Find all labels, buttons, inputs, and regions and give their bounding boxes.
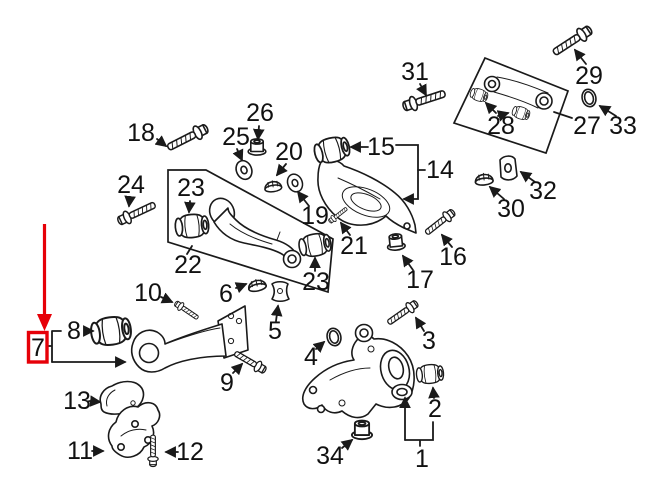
upper-link (483, 75, 553, 110)
callout-11[interactable]: 11 (67, 437, 93, 465)
leader-lines (46, 48, 617, 458)
callout-34[interactable]: 34 (316, 442, 344, 470)
callout-27[interactable]: 27 (573, 112, 601, 140)
callout-23a[interactable]: 23 (177, 174, 205, 202)
callout-15[interactable]: 15 (367, 133, 395, 161)
bushing-15 (311, 133, 353, 167)
bolt-9 (231, 347, 269, 377)
bushing-2 (415, 362, 445, 386)
bolt-29 (549, 22, 596, 60)
nut-20 (263, 178, 283, 194)
callout-14[interactable]: 14 (426, 156, 454, 184)
callout-29[interactable]: 29 (575, 62, 603, 90)
oring-33 (579, 87, 599, 109)
highlight-group (26, 224, 52, 364)
knuckle (301, 323, 415, 419)
stop-plate-32 (499, 155, 518, 181)
diagram-art (88, 22, 599, 468)
bolt-24 (114, 197, 159, 229)
washer-19 (284, 171, 306, 195)
screw-10 (172, 298, 201, 323)
callout-7-highlighted[interactable]: 7 (31, 334, 45, 362)
trailing-arm (130, 305, 249, 373)
callout-5[interactable]: 5 (268, 317, 282, 345)
bushing-8 (88, 313, 134, 349)
callout-25[interactable]: 25 (222, 123, 250, 151)
upper-arm (208, 197, 302, 269)
bolt-16 (422, 206, 458, 239)
nut-17 (385, 232, 407, 252)
callout-19[interactable]: 19 (301, 202, 329, 230)
callout-28[interactable]: 28 (487, 112, 515, 140)
clip-5 (271, 280, 290, 303)
callout-17[interactable]: 17 (406, 266, 434, 294)
callout-2[interactable]: 2 (428, 395, 442, 423)
washer-25 (232, 157, 256, 183)
callout-26[interactable]: 26 (246, 99, 274, 127)
callout-18[interactable]: 18 (127, 119, 155, 147)
nut-34 (350, 419, 374, 441)
callout-4[interactable]: 4 (304, 343, 318, 371)
callout-20[interactable]: 20 (275, 138, 303, 166)
callout-labels: 1 2 3 4 5 6 7 8 9 10 11 12 13 14 15 16 1… (31, 58, 637, 473)
callout-8[interactable]: 8 (67, 317, 81, 345)
callout-21[interactable]: 21 (340, 232, 368, 260)
callout-3[interactable]: 3 (422, 327, 436, 355)
callout-12[interactable]: 12 (176, 438, 204, 466)
callout-23b[interactable]: 23 (302, 268, 330, 296)
highlight-box (26, 330, 49, 364)
callout-24[interactable]: 24 (117, 171, 145, 199)
callout-10[interactable]: 10 (134, 279, 162, 307)
nut-26 (247, 138, 267, 156)
callout-33[interactable]: 33 (609, 112, 637, 140)
callout-32[interactable]: 32 (529, 177, 557, 205)
group-box-link-kit (452, 56, 570, 155)
bolt-3 (384, 297, 421, 329)
bolt-18 (164, 120, 212, 155)
callout-30[interactable]: 30 (497, 195, 525, 223)
callout-22[interactable]: 22 (174, 251, 202, 279)
callout-6[interactable]: 6 (219, 280, 233, 308)
callout-31[interactable]: 31 (401, 58, 429, 86)
lower-control-arm (317, 159, 417, 234)
mount-bracket (107, 401, 161, 458)
cap-6 (246, 276, 268, 294)
callout-1[interactable]: 1 (415, 445, 429, 473)
highlight-arrow-head (37, 314, 52, 331)
nut-30 (473, 171, 495, 187)
callout-13[interactable]: 13 (63, 387, 91, 415)
callout-16[interactable]: 16 (439, 243, 467, 271)
callout-9[interactable]: 9 (220, 369, 234, 397)
oring-4 (324, 326, 344, 348)
